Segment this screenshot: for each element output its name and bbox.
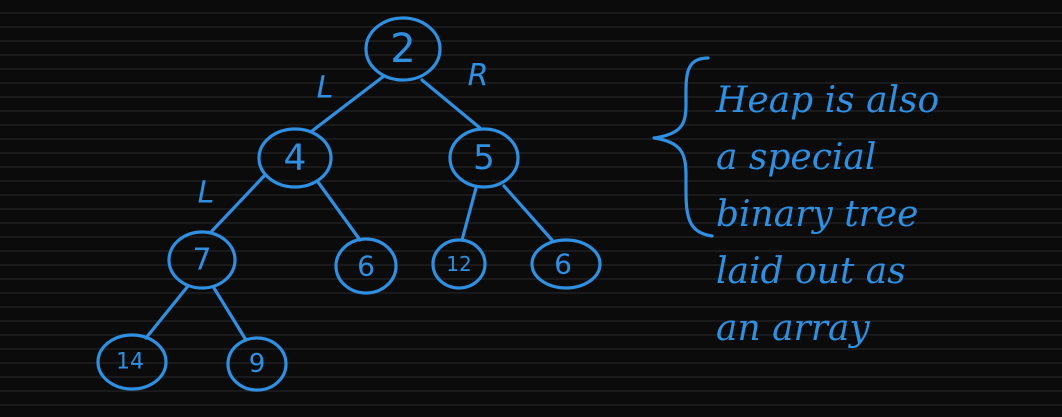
node-right-left: 12 <box>431 238 487 290</box>
node-left-left-right: 9 <box>226 336 288 392</box>
note-line: Heap is also <box>716 80 940 121</box>
edge-5-to-6 <box>502 184 554 242</box>
node-circle <box>226 336 288 392</box>
edge-5-to-12 <box>460 186 478 242</box>
node-value: 12 <box>446 252 471 276</box>
node-circle <box>167 230 237 290</box>
edge-7-to-9 <box>212 286 248 342</box>
tree-edges <box>144 74 554 342</box>
heap-note: Heap is also a special binary tree laid … <box>716 72 1056 357</box>
node-circle <box>334 237 398 295</box>
node-root: 2 <box>364 16 442 82</box>
node-left-child: 4 <box>257 127 333 189</box>
node-right-child: 5 <box>448 127 520 189</box>
node-left-right: 6 <box>334 237 398 295</box>
node-value: 4 <box>284 138 307 179</box>
edge-4-to-6 <box>316 180 362 242</box>
node-circle <box>448 127 520 189</box>
node-circle <box>431 238 487 290</box>
curly-brace-icon <box>652 56 714 238</box>
node-value: 14 <box>116 350 144 375</box>
edge-4-to-7 <box>210 174 266 233</box>
node-value: 9 <box>249 349 266 379</box>
node-circle <box>96 333 168 391</box>
edge-root-to-left <box>310 74 386 133</box>
node-right-right: 6 <box>530 238 602 290</box>
node-value: 5 <box>473 138 495 178</box>
node-value: 7 <box>192 243 211 278</box>
note-line: laid out as <box>716 251 906 292</box>
edge-label-root-left: L <box>317 71 334 106</box>
edge-label-root-right: R <box>468 59 489 94</box>
edge-7-to-14 <box>144 284 190 340</box>
note-line: an array <box>716 308 870 349</box>
node-value: 6 <box>554 248 572 281</box>
note-line: binary tree <box>716 194 919 235</box>
note-line: a special <box>716 137 877 178</box>
edge-root-to-right <box>420 78 482 130</box>
edge-label-level1-left: L <box>198 176 215 211</box>
node-circle <box>257 127 333 189</box>
node-value: 2 <box>390 26 415 72</box>
node-circle <box>364 16 442 82</box>
node-left-left-left: 14 <box>96 333 168 391</box>
node-value: 6 <box>357 250 375 283</box>
node-left-left: 7 <box>167 230 237 290</box>
node-circle <box>530 238 602 290</box>
